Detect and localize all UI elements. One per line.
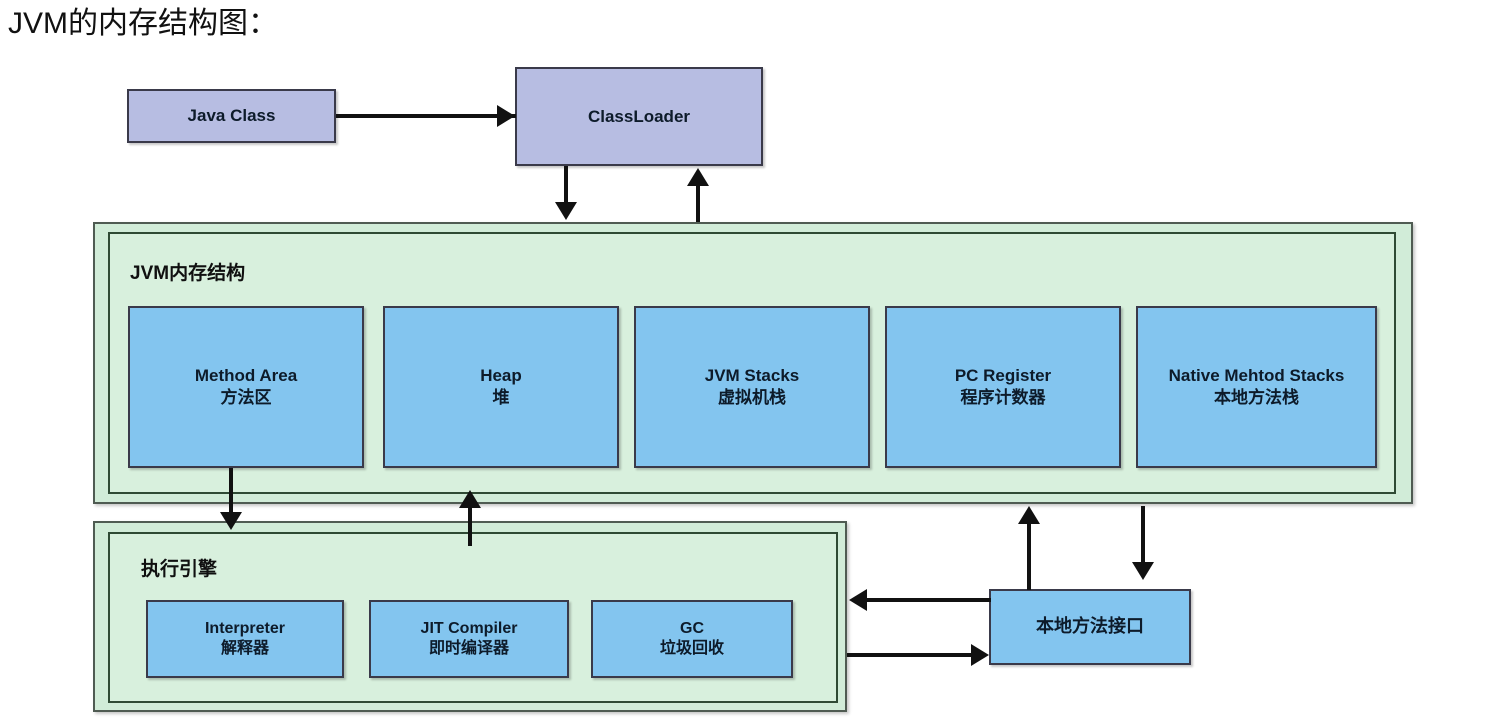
component-interpreter-en: Interpreter (204, 619, 286, 637)
component-jit-compiler-zh: 即时编译器 (428, 640, 509, 657)
component-interpreter: Interpreter 解释器 (146, 600, 344, 678)
region-native-method-stacks: Native Mehtod Stacks 本地方法栈 (1136, 306, 1377, 468)
region-heap-en: Heap (480, 366, 522, 386)
region-pc-register-en: PC Register (954, 366, 1052, 386)
region-jvm-stacks-en: JVM Stacks (704, 366, 800, 386)
region-heap: Heap 堆 (383, 306, 619, 468)
region-pc-register-zh: 程序计数器 (960, 388, 1046, 407)
connector-execution-engine-to-native-interface (847, 653, 973, 657)
component-gc-en: GC (680, 619, 704, 637)
page-title: JVM的内存结构图： (8, 7, 278, 40)
node-native-method-interface: 本地方法接口 (989, 589, 1191, 665)
region-native-method-stacks-zh: 本地方法栈 (1214, 388, 1299, 407)
region-heap-zh: 堆 (492, 388, 510, 407)
region-native-method-stacks-en: Native Mehtod Stacks (1168, 366, 1345, 386)
arrowhead-to-classloader-up (687, 168, 709, 186)
region-method-area: Method Area 方法区 (128, 306, 364, 468)
region-method-area-zh: 方法区 (220, 388, 272, 407)
component-jit-compiler-en: JIT Compiler (420, 619, 518, 637)
connector-jvm-to-native-interface (1141, 506, 1145, 568)
arrowhead-to-classloader (497, 105, 515, 127)
jvm-memory-structure-label: JVM内存结构 (130, 263, 246, 284)
class-loader-label: ClassLoader (587, 106, 691, 126)
component-interpreter-zh: 解释器 (220, 640, 269, 657)
arrowhead-to-jvm-memory (555, 202, 577, 220)
java-class-label: Java Class (187, 106, 276, 126)
component-jit-compiler: JIT Compiler 即时编译器 (369, 600, 569, 678)
connector-javaclass-to-classloader (336, 114, 516, 118)
connector-jvm-to-classloader (696, 184, 700, 222)
connector-classloader-to-jvm (564, 166, 568, 207)
region-jvm-stacks: JVM Stacks 虚拟机栈 (634, 306, 870, 468)
region-pc-register: PC Register 程序计数器 (885, 306, 1121, 468)
connector-jvm-to-execution-engine (229, 468, 233, 518)
connector-native-interface-to-execution-engine (866, 598, 991, 602)
arrowhead-native-to-jvm-up (1018, 506, 1040, 524)
node-class-loader: ClassLoader (515, 67, 763, 166)
node-java-class: Java Class (127, 89, 336, 143)
region-method-area-en: Method Area (194, 366, 298, 386)
arrowhead-to-execution-engine-left (849, 589, 867, 611)
arrowhead-to-jvm-memory-up (459, 490, 481, 508)
connector-native-interface-to-jvm (1027, 522, 1031, 590)
native-method-interface-label: 本地方法接口 (1036, 616, 1144, 637)
region-jvm-stacks-zh: 虚拟机栈 (718, 388, 786, 407)
arrowhead-to-native-interface-right (971, 644, 989, 666)
connector-execution-engine-to-jvm (468, 506, 472, 546)
execution-engine-label: 执行引擎 (141, 559, 218, 580)
component-gc: GC 垃圾回收 (591, 600, 793, 678)
arrowhead-to-execution-engine (220, 512, 242, 530)
component-gc-zh: 垃圾回收 (659, 640, 724, 657)
arrowhead-jvm-to-native-down (1132, 562, 1154, 580)
